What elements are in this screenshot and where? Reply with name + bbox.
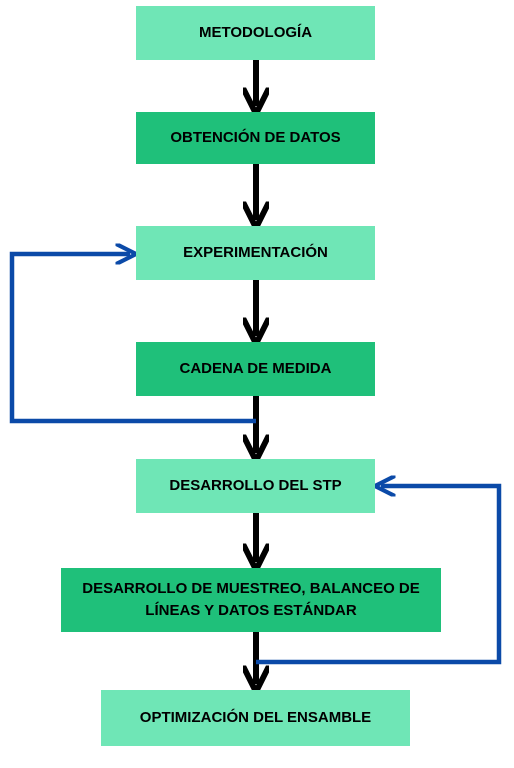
step-label: DESARROLLO DEL STP (169, 477, 342, 495)
step-label: OPTIMIZACIÓN DEL ENSAMBLE (139, 709, 372, 727)
step-experimentacion: EXPERIMENTACIÓN (136, 226, 375, 280)
step-label: CADENA DE MEDIDA (179, 360, 332, 378)
step-metodologia: METODOLOGÍA (136, 6, 375, 60)
step-desarrollo-del-stp: DESARROLLO DEL STP (136, 459, 375, 513)
feedback-arrow-right (256, 486, 502, 665)
step-label: EXPERIMENTACIÓN (183, 244, 328, 262)
feedback-arrow-left (9, 254, 256, 424)
step-cadena-de-medida: CADENA DE MEDIDA (136, 342, 375, 396)
step-label: DESARROLLO DE MUESTREO, BALANCEO DE LÍNE… (82, 580, 420, 619)
step-label: METODOLOGÍA (198, 24, 313, 42)
step-desarrollo-de-muestreo: DESARROLLO DE MUESTREO, BALANCEO DE LÍNE… (61, 568, 441, 632)
step-obtencion-de-datos: OBTENCIÓN DE DATOS (136, 112, 375, 164)
step-optimizacion-del-ensamble: OPTIMIZACIÓN DEL ENSAMBLE (101, 690, 410, 746)
step-label: OBTENCIÓN DE DATOS (170, 129, 341, 147)
